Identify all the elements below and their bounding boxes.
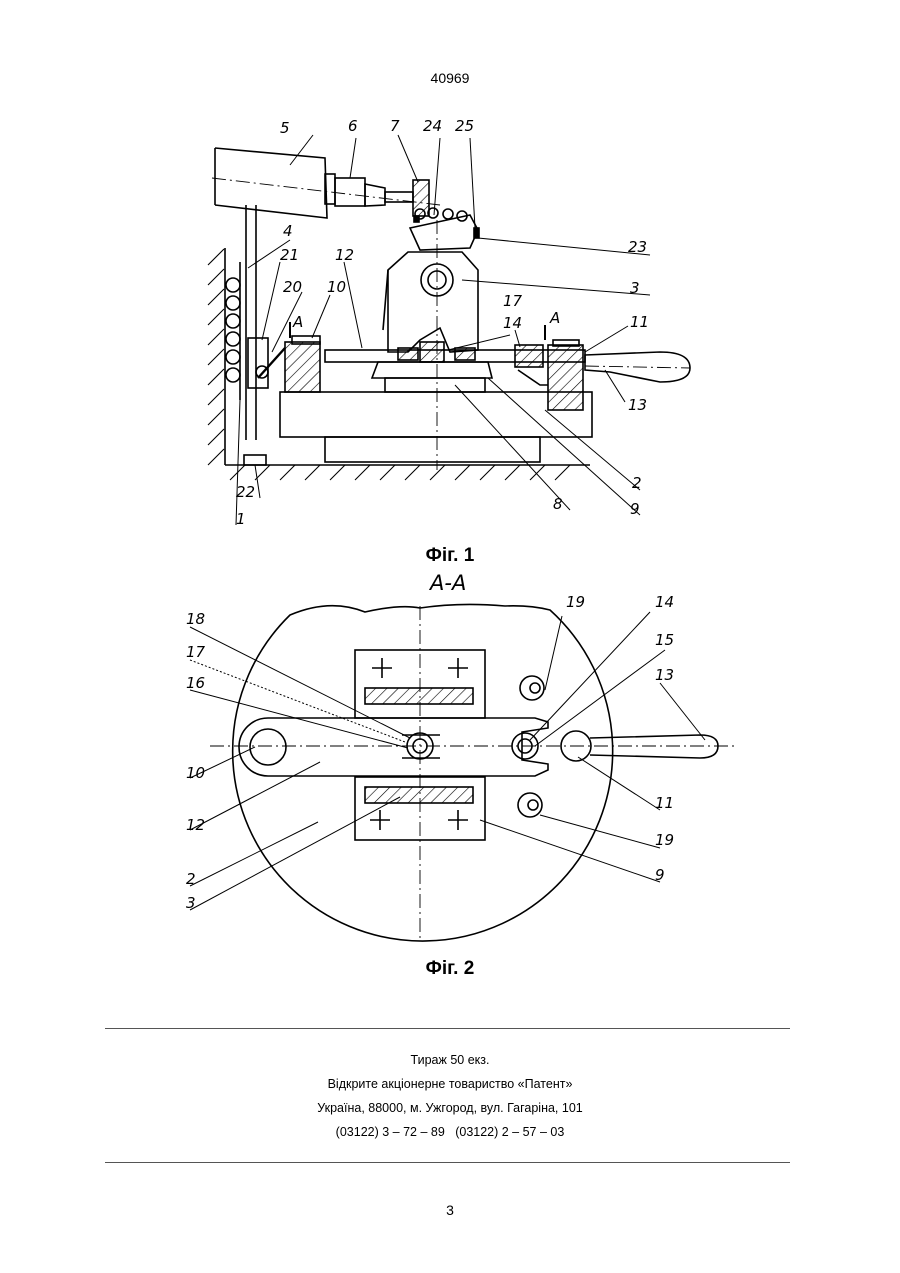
fig1-label-24: 24	[423, 117, 442, 135]
fig1-label-12: 12	[335, 246, 354, 264]
fig2-label-11: 11	[655, 794, 674, 812]
fig2-label-2: 2	[186, 870, 196, 888]
fig2-label-16: 16	[186, 674, 205, 692]
fig2-label-18: 18	[186, 610, 205, 628]
publisher-line: Відкрите акціонерне товариство «Патент»	[0, 1072, 900, 1096]
fig1-label-9: 9	[630, 500, 640, 518]
imprint-block: Тираж 50 екз. Відкрите акціонерне товари…	[0, 1048, 900, 1144]
fig1-label-4: 4	[283, 222, 293, 240]
fig1-label-25: 25	[455, 117, 474, 135]
fig1-label-20: 20	[283, 278, 302, 296]
figure-2-drawing: A-A 18 17 16 19 14 15 13 10 12 2 3 9 11 …	[186, 571, 735, 941]
fig1-label-6: 6	[348, 117, 358, 135]
figure-1-drawing: 5 6 7 24 25 23 3 4 21 20 12 10 17 14 11 …	[208, 117, 690, 528]
fig1-label-11: 11	[630, 313, 649, 331]
page-number: 3	[0, 1202, 900, 1218]
fig2-label-9: 9	[655, 866, 665, 884]
fig2-label-13: 13	[655, 666, 674, 684]
bottom-rule	[105, 1162, 790, 1163]
fig1-label-23: 23	[628, 238, 647, 256]
figure-2-caption: Фіг. 2	[0, 958, 900, 980]
top-rule	[105, 1028, 790, 1029]
fig2-label-14: 14	[655, 593, 674, 611]
circulation-line: Тираж 50 екз.	[0, 1048, 900, 1072]
fig2-label-19-bottom: 19	[655, 831, 674, 849]
fig2-label-15: 15	[655, 631, 674, 649]
phones-line: (03122) 3 – 72 – 89 (03122) 2 – 57 – 03	[0, 1120, 900, 1144]
fig2-section-title: A-A	[428, 571, 466, 595]
fig1-label-22: 22	[236, 483, 255, 501]
figure-1-caption: Фіг. 1	[0, 545, 900, 567]
fig2-label-10: 10	[186, 764, 205, 782]
fig1-label-2: 2	[632, 474, 642, 492]
fig1-label-8: 8	[553, 495, 563, 513]
fig1-section-mark-a-right: A	[549, 309, 560, 327]
fig1-label-17: 17	[503, 292, 523, 310]
fig2-label-17: 17	[186, 643, 206, 661]
address-line: Україна, 88000, м. Ужгород, вул. Гагарін…	[0, 1096, 900, 1120]
fig1-label-5: 5	[280, 119, 290, 137]
fig2-label-3: 3	[186, 894, 196, 912]
fig1-section-mark-a-left: A	[292, 313, 303, 331]
fig1-label-7: 7	[390, 117, 400, 135]
fig1-label-21: 21	[280, 246, 299, 264]
fig1-label-3: 3	[630, 279, 640, 297]
fig1-label-10: 10	[327, 278, 346, 296]
fig1-label-13: 13	[628, 396, 647, 414]
fig2-label-12: 12	[186, 816, 205, 834]
fig2-label-19-top: 19	[566, 593, 585, 611]
fig1-label-1: 1	[236, 510, 246, 528]
fig1-label-14: 14	[503, 314, 522, 332]
